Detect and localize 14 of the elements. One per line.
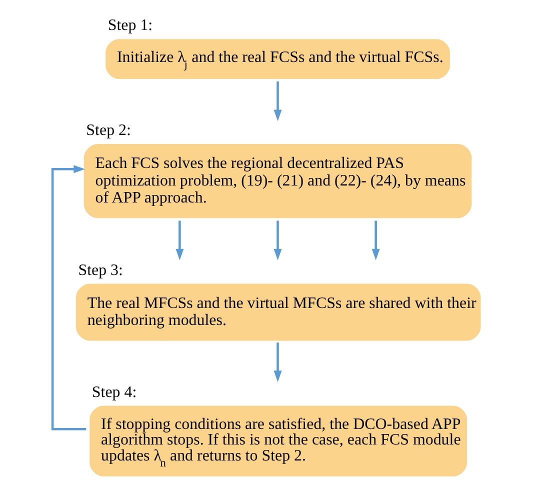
arrow: [273, 220, 282, 260]
arrow: [273, 342, 282, 382]
arrow: [273, 81, 282, 122]
node-box: The real MFCSs and the virtual MFCSs are shared with their neighboring modules.: [75, 284, 480, 341]
node-label: Step 1:: [107, 17, 152, 34]
arrow: [50, 165, 86, 430]
node-label: Step 3:: [78, 262, 122, 279]
node-box: If stopping conditions are satisfied, the DCO-based APP algorithm stops. If this is not the case, each FCS module updates λ$_{n}$ and returns to Step 2.: [89, 406, 467, 476]
node-box: Initialize λ$_{j}$ and the real FCSs and the virtual FCSs.: [105, 39, 450, 80]
node-label: Step 2:: [86, 122, 130, 140]
arrow: [175, 220, 184, 260]
node-box: Each FCS solves the regional decentralized PAS optimization problem, (19)- (21) and (22)- (24), by means of APP approach.: [83, 144, 472, 218]
node-label: Step 4:: [91, 384, 136, 401]
arrow: [371, 220, 380, 260]
